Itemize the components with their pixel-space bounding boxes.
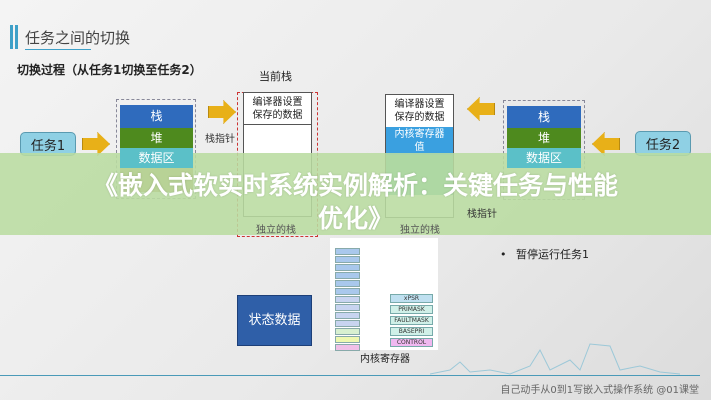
register-cell [335, 248, 360, 255]
stack-pointer-label: 栈指针 [205, 134, 235, 145]
register-cell [335, 272, 360, 279]
current-stack-label: 当前栈 [259, 70, 292, 83]
register-cell [335, 320, 360, 327]
banner-line1: 《嵌入式软实时系统实例解析：关键任务与性能 [92, 171, 618, 200]
compiler-saved-cell: 编译器设置保存的数据 [394, 99, 445, 123]
skyline-decoration [430, 343, 680, 375]
kernel-registers-label: 内核寄存器 [360, 354, 410, 365]
bullet-item: • 暂停运行任务1 [500, 248, 589, 261]
register-cell [335, 336, 360, 343]
register-cell [335, 344, 360, 351]
arrow-left-icon [467, 97, 495, 121]
task1-box: 任务1 [20, 132, 76, 156]
task1-data: 数据区 [120, 148, 193, 168]
task2-box: 任务2 [635, 131, 691, 156]
register-cell [335, 328, 360, 335]
independent-stack-label: 独立的栈 [256, 225, 296, 236]
reg-xpsr: xPSR [390, 294, 433, 303]
task1-stack: 栈 [120, 105, 193, 128]
register-cell [335, 312, 360, 319]
bullet-text: 暂停运行任务1 [516, 248, 589, 261]
independent-stack-label: 独立的栈 [400, 225, 440, 236]
footer-credit: 自己动手从0到1写嵌入式操作系统 @01课堂 [500, 385, 699, 396]
title-bars-icon [10, 25, 13, 49]
register-cell [335, 264, 360, 271]
register-cell [335, 256, 360, 263]
banner-line2: 优化》 [317, 204, 393, 233]
kernel-reg-cell: 内核寄存器值 [386, 127, 453, 155]
task2-heap: 堆 [507, 128, 581, 148]
reg-basepri: BASEPRI [390, 327, 433, 336]
task2-stack: 栈 [507, 106, 581, 128]
stack-pointer-label: 栈指针 [467, 209, 497, 220]
compiler-saved-cell: 编译器设置保存的数据 [244, 93, 311, 125]
reg-primask: PRIMASK [390, 305, 433, 314]
reg-control: CONTROL [390, 338, 433, 347]
title-underline [25, 49, 91, 50]
title-banner: 《嵌入式软实时系统实例解析：关键任务与性能 优化》 [0, 153, 711, 235]
subtitle: 切换过程（从任务1切换至任务2） [17, 63, 202, 77]
register-cell [335, 304, 360, 311]
register-cell [335, 280, 360, 287]
state-data-box: 状态数据 [237, 295, 312, 346]
reg-faultmask: FAULTMASK [390, 316, 433, 325]
footer-divider [0, 375, 700, 376]
register-cell [335, 288, 360, 295]
task2-data: 数据区 [507, 148, 581, 168]
task1-heap: 堆 [120, 128, 193, 148]
arrow-right-icon [208, 100, 236, 124]
page-title: 任务之间的切换 [25, 29, 131, 47]
register-cell [335, 296, 360, 303]
